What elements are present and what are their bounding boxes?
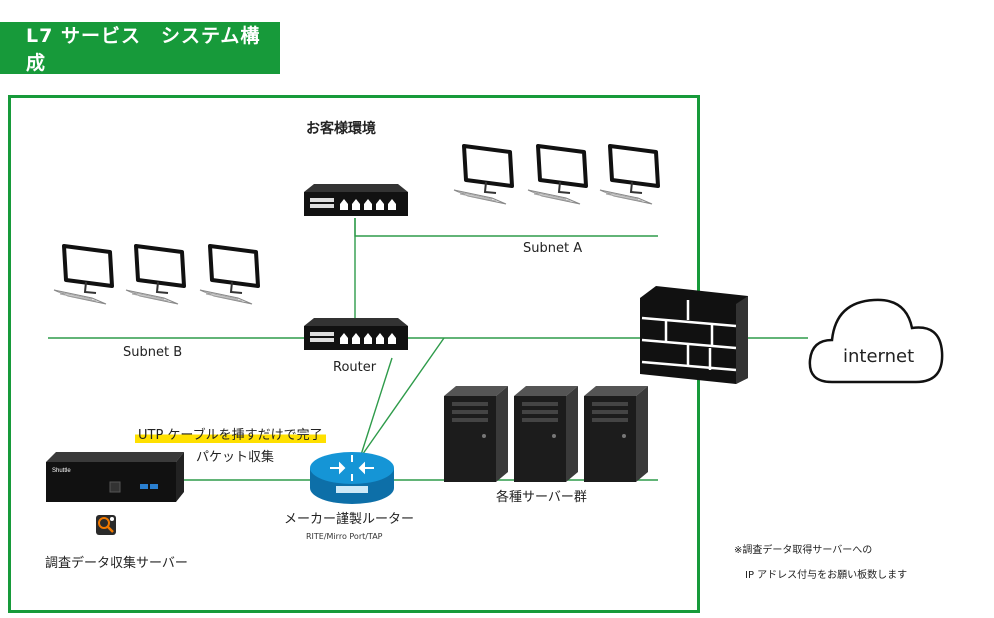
computer-icon [598, 144, 660, 206]
firewall-icon [640, 286, 748, 384]
link-maker-router-firewall [359, 337, 445, 459]
servers-label: 各種サーバー群 [496, 490, 587, 505]
server-icon [444, 386, 508, 482]
maker-router-label: メーカー謹製ルーター [284, 512, 415, 527]
note-line-1: ※調査データ取得サーバーへの [734, 545, 873, 556]
collector-pc-icon: Shuttle [46, 452, 184, 502]
maker-router-sublabel: RITE/Mirro Port/TAP [306, 532, 383, 541]
router-switch-icon [304, 318, 408, 350]
network-links [48, 218, 808, 481]
note-line-2: IP アドレス付与をお願い板数します [745, 570, 908, 581]
subnet-a-label: Subnet A [523, 241, 583, 256]
internet-label: internet [843, 346, 915, 367]
internet-cloud-icon [808, 298, 944, 384]
computer-icon [452, 144, 514, 206]
link-top-switch-subnet-a [354, 218, 658, 237]
computer-icon [526, 144, 588, 206]
packet-capture-label: パケット収集 [196, 450, 275, 465]
computer-icon [52, 244, 114, 306]
link-router-maker-router [359, 357, 393, 459]
device-brand-label: Shuttle [52, 468, 71, 474]
computer-icon [198, 244, 260, 306]
subnet-b-computers [52, 244, 260, 306]
page-title: L7 サービス システム構成 [0, 22, 280, 74]
maker-router-icon [310, 452, 394, 504]
server-group [444, 386, 648, 482]
environment-label: お客様環境 [306, 121, 376, 137]
server-icon [514, 386, 578, 482]
subnet-b-label: Subnet B [123, 345, 183, 360]
router-label: Router [333, 360, 377, 375]
computer-icon [124, 244, 186, 306]
collector-label: 調査データ収集サーバー [45, 556, 188, 571]
server-icon [584, 386, 648, 482]
magnifier-app-icon [96, 515, 116, 535]
highlight-caption: UTP ケーブルを挿すだけで完了 [135, 424, 326, 443]
subnet-a-computers [452, 144, 660, 206]
top-switch-icon [304, 184, 408, 216]
